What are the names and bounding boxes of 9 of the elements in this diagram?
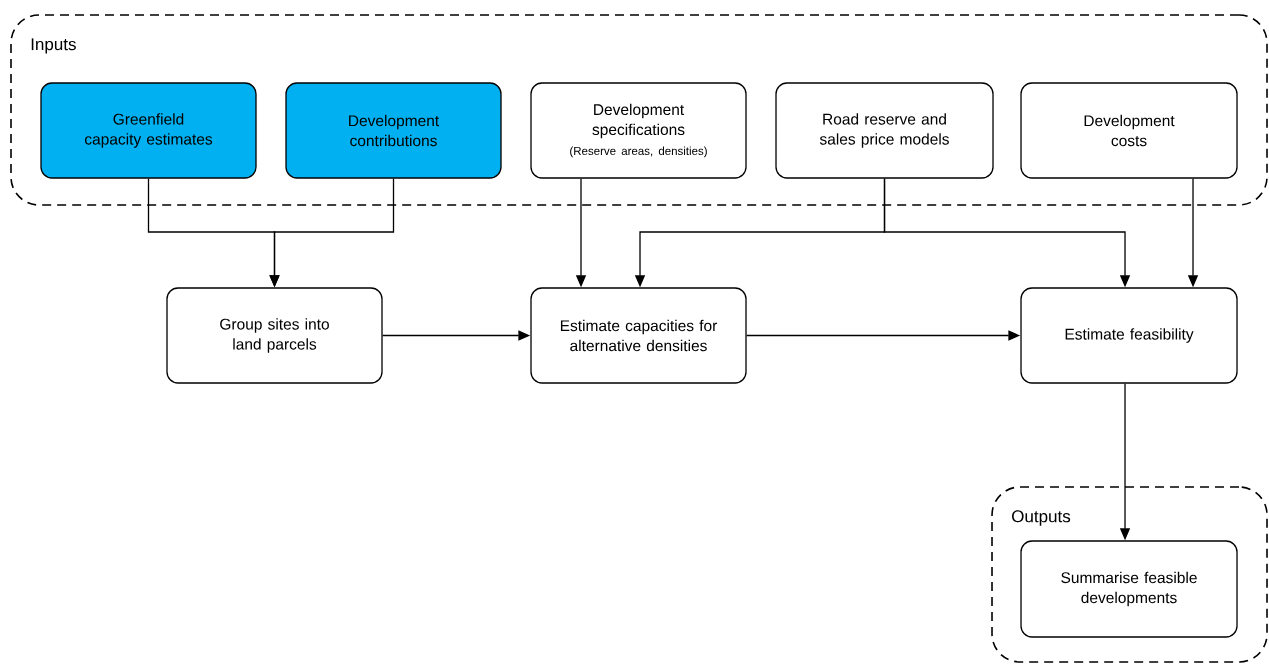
process-box: Greenfield capacity estimates xyxy=(40,82,257,179)
process-box: Development contributions xyxy=(285,82,502,179)
process-box: Development specifications (Reserve areas, densities) xyxy=(530,82,747,179)
process-box: Group sites into land parcels xyxy=(166,287,383,384)
process-box: Road reserve and sales price models xyxy=(775,82,994,179)
process-box: Estimate feasibility xyxy=(1020,287,1238,384)
process-box: Estimate capacities for alternative densities xyxy=(530,287,747,384)
process-box: Summarise feasible developments xyxy=(1020,540,1238,638)
process-box: Development costs xyxy=(1020,82,1238,179)
